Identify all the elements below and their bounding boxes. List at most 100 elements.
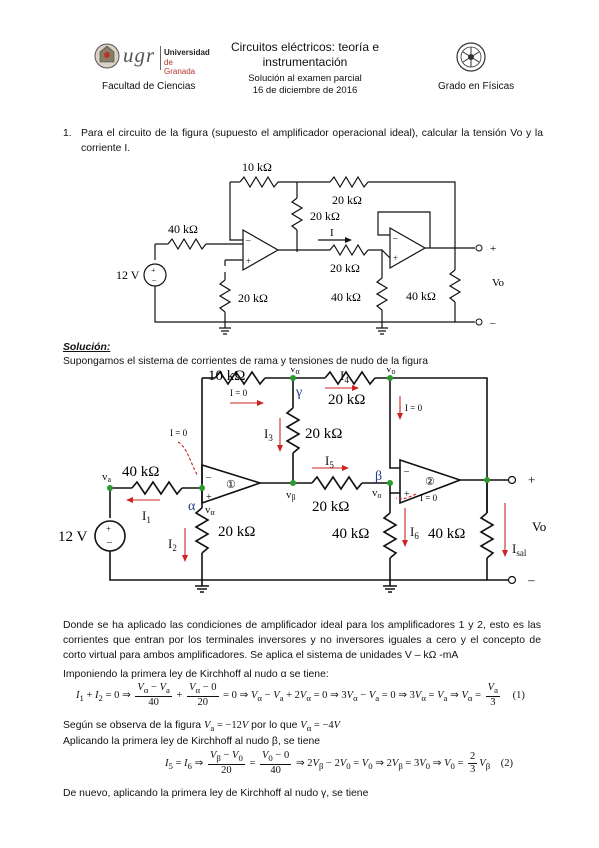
fig1-opamp-2 <box>389 226 427 270</box>
fig2-label-i0-d: I = 0 <box>420 493 438 503</box>
svg-text:I6: I6 <box>410 524 419 541</box>
fig2-label-gamma: γ <box>295 385 302 400</box>
svg-text:–: – <box>205 472 212 483</box>
fig1-resistor-series <box>329 243 369 257</box>
fig1-label-r-ground1: 20 kΩ <box>238 291 268 305</box>
fig1-label-r-ground2: 40 kΩ <box>331 290 361 304</box>
svg-text:vo: vo <box>386 368 396 376</box>
fig2-label-source: 12 V <box>58 529 87 545</box>
observation-text-a: Según se observa de la figura <box>63 720 202 731</box>
svg-text:–: – <box>392 233 398 243</box>
fig2-label-valpha-top-sub: α <box>296 368 301 376</box>
fig2-label-r-series: 20 kΩ <box>312 499 349 515</box>
logo-name-line2: de Granada <box>164 58 196 76</box>
fig2-label-I5-sub: 5 <box>329 460 334 470</box>
fig2-label-amp2: ② <box>425 476 435 488</box>
problem-statement: Para el circuito de la figura (supuesto … <box>81 128 543 154</box>
fig2-label-vo-top-sub: o <box>392 368 396 376</box>
fig2-resistor-in <box>131 480 183 496</box>
fig2-label-vbeta: v <box>286 489 292 501</box>
doc-subtitle-line2: 16 de diciembre de 2016 <box>252 85 358 96</box>
fig2-label-amp1: ① <box>226 479 236 491</box>
svg-text:+: + <box>206 492 212 503</box>
svg-text:vβ: vβ <box>286 489 296 502</box>
fig1-label-r-mid: 20 kΩ <box>310 209 340 223</box>
paragraph-ideal-conditions: Donde se ha aplicado las condiciones de … <box>63 620 541 661</box>
fig2-resistor-top <box>214 370 266 386</box>
fig2-label-out-minus: – <box>527 572 535 587</box>
fig1-label-r-top: 10 kΩ <box>242 160 272 174</box>
logo-wordmark: ugr <box>123 43 156 67</box>
fig2-label-i0-c: I = 0 <box>405 403 423 413</box>
doc-title-line2: instrumentación <box>262 55 348 69</box>
fig2-label-I6: I <box>410 524 414 539</box>
solution-heading: Solución: <box>63 342 111 353</box>
fig1-label-source: 12 V <box>116 268 140 282</box>
fig1-resistor-ground2 <box>375 277 389 311</box>
equation-2-label: (2) <box>500 757 514 769</box>
doc-subtitle-line1: Solución al examen parcial <box>248 73 362 84</box>
fig2-label-vbeta-sub: β <box>292 493 296 502</box>
svg-text:vα: vα <box>290 368 301 376</box>
header-center: Circuitos eléctricos: teoría e instrumen… <box>225 40 385 97</box>
fig1-resistor-top <box>239 175 279 189</box>
fig2-label-va-sub: a <box>108 475 112 484</box>
fig1-label-out-minus: – <box>489 317 496 329</box>
svg-text:–: – <box>151 275 157 284</box>
fig2-resistor-series <box>311 475 363 491</box>
fig1-resistor-ground1 <box>218 279 232 313</box>
svg-text:+: + <box>393 253 398 263</box>
logo-name-line1: Universidad <box>164 48 210 57</box>
fig2-label-r-top: 10 kΩ <box>208 368 245 384</box>
equation-1-label: (1) <box>512 689 525 701</box>
fig2-resistor-mid <box>285 407 301 454</box>
faculty-label: Facultad de Ciencias <box>102 81 196 92</box>
fig2-label-I5: I <box>325 453 329 468</box>
fig2-label-I4: I <box>340 368 344 383</box>
fig2-label-I3: I <box>264 426 268 441</box>
problem-number: 1. <box>63 128 72 139</box>
fig2-label-r-ground2: 40 kΩ <box>332 526 369 542</box>
fig2-label-r-in: 40 kΩ <box>122 464 159 480</box>
physics-crest-icon <box>453 40 489 74</box>
svg-text:Isal: Isal <box>512 541 527 558</box>
fig1-label-r-load: 40 kΩ <box>406 289 436 303</box>
university-logo: ugr Universidad de Granada <box>92 40 210 76</box>
fig2-label-Isal-sub: sal <box>516 548 526 558</box>
fig2-label-valpha-in: v <box>205 504 211 516</box>
observation-text-b: por lo que <box>251 720 298 731</box>
logo-divider <box>160 46 161 70</box>
fig2-label-vo-mid-sub: o <box>378 491 382 500</box>
fig1-opamp-1 <box>242 228 280 272</box>
fig2-label-vo-mid: v <box>372 487 378 499</box>
fig2-label-r-mid: 20 kΩ <box>305 426 342 442</box>
fig2-resistor-ground1 <box>194 507 210 554</box>
fig2-resistor-top2 <box>324 370 376 386</box>
svg-text:–: – <box>245 235 251 245</box>
fig1-resistor-load <box>448 269 462 303</box>
svg-text:vo: vo <box>372 487 382 500</box>
svg-text:+: + <box>246 256 251 266</box>
fig2-resistor-load <box>479 512 495 559</box>
solution-intro: Supongamos el sistema de corrientes de r… <box>63 356 429 367</box>
svg-text:I1: I1 <box>142 508 151 525</box>
fig2-label-I4-sub: 4 <box>344 375 349 385</box>
fig2-label-r-top2: 20 kΩ <box>328 392 365 408</box>
kirchhoff-beta-intro: Aplicando la primera ley de Kirchhoff al… <box>63 736 321 747</box>
fig2-label-I2-sub: 2 <box>172 543 177 553</box>
fig2-opamp-1 <box>201 463 263 505</box>
fig2-label-I6-sub: 6 <box>414 531 419 541</box>
fig2-label-alpha: α <box>188 499 196 514</box>
fig2-label-I1: I <box>142 508 146 523</box>
svg-text:I3: I3 <box>264 426 273 443</box>
doc-title-line1: Circuitos eléctricos: teoría e <box>230 40 380 54</box>
svg-text:+: + <box>106 524 111 534</box>
fig1-resistor-mid <box>290 197 304 231</box>
fig1-label-current: I <box>330 227 334 239</box>
fig2-label-va: v <box>102 471 108 483</box>
fig2-label-i0-a: I = 0 <box>170 428 188 438</box>
fig2-label-valpha-in-sub: α <box>211 508 216 517</box>
fig2-opamp-2 <box>399 458 463 505</box>
fig2-label-out-plus: + <box>528 472 535 487</box>
